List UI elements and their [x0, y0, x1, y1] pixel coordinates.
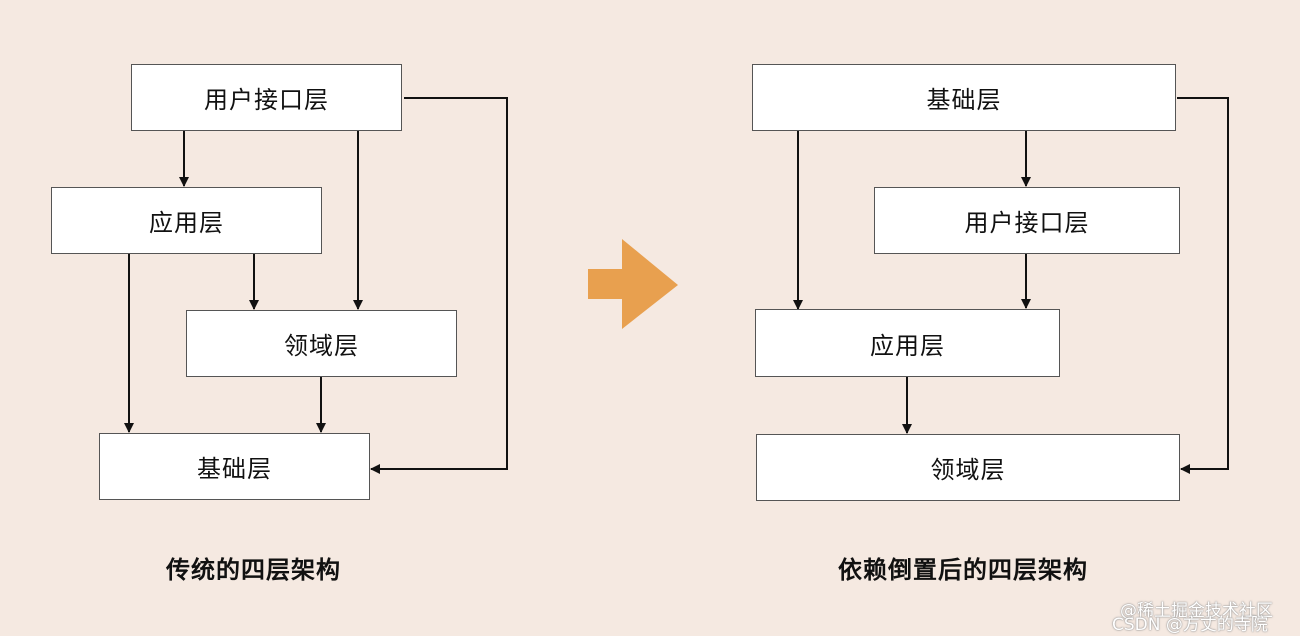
left-app-layer-label: 应用层 — [149, 209, 224, 237]
left-ui-layer-box: 用户接口层 — [131, 64, 402, 131]
arrow-infra-to-domain — [1177, 97, 1229, 474]
right-ui-layer-label: 用户接口层 — [964, 209, 1090, 237]
right-infra-layer-box: 基础层 — [752, 64, 1176, 131]
transition-arrow-icon — [588, 239, 678, 329]
left-domain-layer-label: 领域层 — [284, 332, 359, 360]
right-domain-layer-label: 领域层 — [930, 456, 1006, 484]
watermark-juejin: @稀土掘金技术社区 — [1120, 601, 1273, 621]
left-infra-layer-box: 基础层 — [99, 433, 370, 500]
right-caption: 依赖倒置后的四层架构 — [838, 556, 1088, 584]
left-infra-layer-label: 基础层 — [197, 455, 272, 483]
right-ui-layer-box: 用户接口层 — [874, 187, 1180, 254]
left-domain-layer-box: 领域层 — [186, 310, 457, 377]
right-app-layer-box: 应用层 — [755, 309, 1060, 377]
left-ui-layer-label: 用户接口层 — [204, 86, 329, 114]
arrow-ui-to-infra — [370, 97, 508, 474]
right-domain-layer-box: 领域层 — [756, 434, 1180, 501]
watermark-csdn: CSDN @方丈的寺院 — [1112, 615, 1268, 635]
left-caption: 传统的四层架构 — [166, 556, 341, 584]
right-infra-layer-label: 基础层 — [926, 86, 1002, 114]
left-app-layer-box: 应用层 — [51, 187, 322, 254]
right-app-layer-label: 应用层 — [870, 331, 945, 360]
